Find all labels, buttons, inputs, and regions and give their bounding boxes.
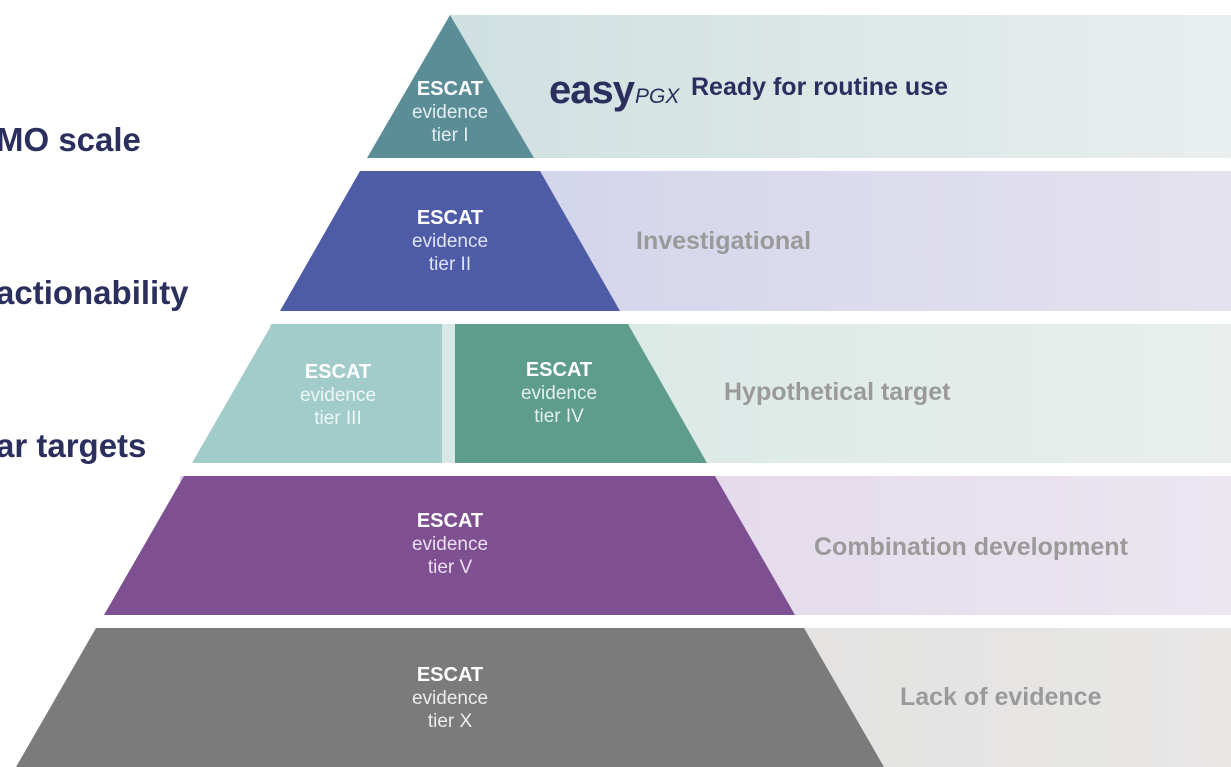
logo-easy-text: easy xyxy=(549,68,635,112)
tier-V-tier: tier V xyxy=(427,557,473,578)
title-line-1: MO scale xyxy=(0,121,141,158)
easypgx-logo: easyPGX xyxy=(549,68,679,113)
tier-III-tier: tier III xyxy=(314,408,362,429)
tier-III-shape xyxy=(192,324,442,463)
tier-V-shape xyxy=(104,476,795,615)
tier-II-escat: ESCAT xyxy=(416,207,484,229)
tier-V-escat: ESCAT xyxy=(416,510,484,532)
tier-I-escat: ESCAT xyxy=(416,78,484,100)
title-line-2: actionability xyxy=(0,274,189,311)
page-title: MO scale actionability ar targets xyxy=(0,12,189,522)
tier-V-text: ESCAT evidence tier V xyxy=(370,510,530,579)
tier-III-evidence: evidence xyxy=(299,385,377,406)
tier-IV-escat: ESCAT xyxy=(525,359,593,381)
tier-III-text: ESCAT evidence tier III xyxy=(258,361,418,430)
band-label-ready: Ready for routine use xyxy=(691,73,948,101)
tier-I-text: ESCAT evidence tier I xyxy=(370,78,530,147)
tier-X-shape xyxy=(16,628,884,767)
band-ready-bg xyxy=(450,15,1231,158)
logo-pgx-text: PGX xyxy=(634,85,680,108)
title-line-3: ar targets xyxy=(0,427,147,464)
tier-II-evidence: evidence xyxy=(411,231,489,252)
tier-X-text: ESCAT evidence tier X xyxy=(370,664,530,733)
tier-I-shape xyxy=(367,15,534,158)
tier-IV-shape xyxy=(455,324,707,463)
tier-IV-text: ESCAT evidence tier IV xyxy=(479,359,639,428)
tier-I-evidence: evidence xyxy=(411,102,489,123)
band-label-combination: Combination development xyxy=(814,533,1128,561)
tier-V-evidence: evidence xyxy=(411,534,489,555)
tier-IV-evidence: evidence xyxy=(520,383,598,404)
tier-II-text: ESCAT evidence tier II xyxy=(370,207,530,276)
tier-IV-tier: tier IV xyxy=(534,406,584,427)
tier-X-evidence: evidence xyxy=(411,688,489,709)
band-label-hypothetical: Hypothetical target xyxy=(724,378,951,406)
band-label-investigational: Investigational xyxy=(636,227,812,255)
tier-II-shape xyxy=(280,171,620,311)
tier-II-tier: tier II xyxy=(428,254,472,275)
band-label-lack: Lack of evidence xyxy=(900,683,1102,711)
tier-X-escat: ESCAT xyxy=(416,664,484,686)
tier-III-escat: ESCAT xyxy=(304,361,372,383)
tier-X-tier: tier X xyxy=(427,711,473,732)
tier-I-tier: tier I xyxy=(431,125,469,146)
